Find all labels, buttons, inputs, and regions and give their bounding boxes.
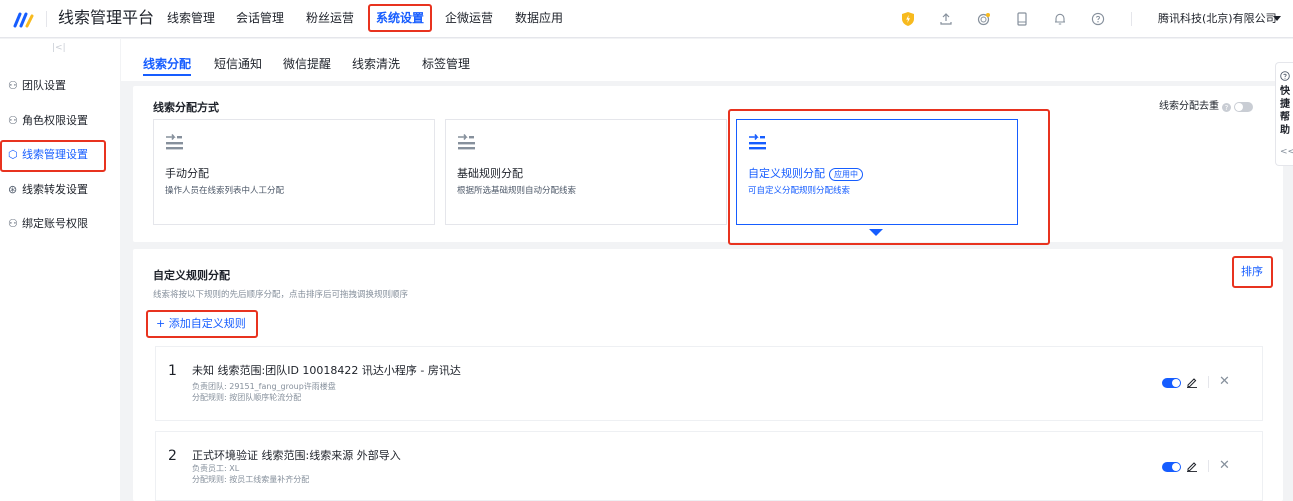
nav-fans[interactable]: 粉丝运营 <box>306 11 355 25</box>
nav-data-apps[interactable]: 数据应用 <box>515 11 564 25</box>
tab-sms[interactable]: 短信通知 <box>214 57 263 71</box>
nav-leads[interactable]: 线索管理 <box>167 11 216 25</box>
method-name: 手动分配 <box>165 167 209 180</box>
rule-item: 2 正式环境验证 线索范围:线索来源 外部导入 负责员工: XL 分配规则: 按… <box>155 431 1263 501</box>
sidebar-item-team[interactable]: ⚇ 团队设置 <box>0 72 120 100</box>
nav-wecom[interactable]: 企微运营 <box>445 11 494 25</box>
caret-down-icon <box>869 229 883 236</box>
nav-sessions[interactable]: 会话管理 <box>236 11 285 25</box>
method-desc: 操作人员在线索列表中人工分配 <box>165 186 285 196</box>
chevron-down-icon[interactable] <box>1273 16 1281 22</box>
company-name[interactable]: 腾讯科技(北京)有限公司 <box>1158 12 1277 25</box>
rule-title: 未知 线索范围:团队ID 10018422 讯达小程序 - 房讯达 <box>192 364 461 377</box>
tabs-bar <box>121 39 1293 81</box>
rule-method: 分配规则: 按员工线索量补齐分配 <box>192 475 310 484</box>
add-rule-button[interactable]: + 添加自定义规则 <box>156 317 246 330</box>
dedupe-toggle[interactable] <box>1234 102 1253 112</box>
sidebar-item-label: 角色权限设置 <box>22 114 88 127</box>
logo-icon[interactable] <box>13 9 35 29</box>
rule-index: 2 <box>168 448 177 464</box>
transfer-icon <box>166 134 183 150</box>
sidebar-item-label: 绑定账号权限 <box>22 217 88 230</box>
rule-owner: 负责员工: XL <box>192 464 240 473</box>
method-desc: 可自定义分配规则分配线索 <box>748 186 851 196</box>
rule-owner: 负责团队: 29151_fang_group许雨楼盘 <box>192 382 336 391</box>
app-title: 线索管理平台 <box>58 8 155 27</box>
in-use-badge: 应用中 <box>829 168 863 181</box>
sidebar-item-label: 团队设置 <box>22 79 66 92</box>
sidebar-collapse-button[interactable]: |<| <box>52 43 66 53</box>
coin-icon[interactable] <box>976 11 992 27</box>
custom-rules-title: 自定义规则分配 <box>153 269 230 282</box>
distribution-title: 线索分配方式 <box>153 101 219 114</box>
sidebar-item-forwarding[interactable]: ⊛ 线索转发设置 <box>0 176 120 204</box>
bell-icon[interactable] <box>1052 11 1068 27</box>
highlight-box <box>0 140 106 172</box>
method-name: 自定义规则分配应用中 <box>748 167 863 181</box>
sidebar-item-lead-settings[interactable]: ⬡ 线索管理设置 <box>0 141 120 169</box>
sidebar-item-label: 线索管理设置 <box>22 148 88 161</box>
rule-method: 分配规则: 按团队顺序轮流分配 <box>192 393 302 402</box>
method-name-text: 自定义规则分配 <box>748 167 825 180</box>
tab-tags[interactable]: 标签管理 <box>422 57 471 71</box>
highlight-box <box>1232 256 1273 288</box>
help-circle-icon <box>1280 71 1290 81</box>
rule-title: 正式环境验证 线索范围:线索来源 外部导入 <box>192 449 401 462</box>
tab-lead-distribution[interactable]: 线索分配 <box>143 57 192 71</box>
shield-icon[interactable] <box>900 11 916 27</box>
edit-icon[interactable] <box>1186 376 1198 388</box>
sidebar: |<| ⚇ 团队设置 ⚇ 角色权限设置 ⬡ 线索管理设置 ⊛ 线索转发设置 ⚇ 绑定账号权… <box>0 39 120 501</box>
svg-text:?: ? <box>1225 104 1229 112</box>
forward-icon: ⊛ <box>8 183 18 196</box>
sidebar-item-label: 线索转发设置 <box>22 183 88 196</box>
sidebar-item-roles[interactable]: ⚇ 角色权限设置 <box>0 107 120 135</box>
custom-rules-subtitle: 线索将按以下规则的先后顺序分配，点击排序后可拖拽调换规则顺序 <box>153 290 409 300</box>
rule-enable-toggle[interactable] <box>1162 462 1181 472</box>
question-icon[interactable]: ? <box>1222 103 1231 112</box>
edit-icon[interactable] <box>1186 460 1198 472</box>
divider <box>46 11 47 27</box>
rule-enable-toggle[interactable] <box>1162 378 1181 388</box>
cube-icon: ⬡ <box>8 148 18 161</box>
nav-system-settings[interactable]: 系统设置 <box>376 11 425 25</box>
upload-icon[interactable] <box>938 11 954 27</box>
transfer-icon <box>458 134 475 150</box>
dedupe-label: 线索分配去重 <box>1159 101 1219 112</box>
method-name: 基础规则分配 <box>457 167 523 180</box>
close-icon[interactable]: ✕ <box>1219 458 1230 473</box>
close-icon[interactable]: ✕ <box>1219 374 1230 389</box>
highlight-box <box>368 4 432 32</box>
user-icon: ⚇ <box>8 79 18 92</box>
sort-button[interactable]: 排序 <box>1241 265 1263 278</box>
collapse-help-button[interactable]: << <box>1280 147 1293 157</box>
help-circle-icon[interactable] <box>1090 11 1106 27</box>
divider <box>1208 460 1209 472</box>
divider <box>1131 12 1132 26</box>
tab-wechat[interactable]: 微信提醒 <box>283 57 332 71</box>
divider <box>1208 376 1209 388</box>
transfer-icon <box>749 134 766 150</box>
method-card-custom-rules[interactable]: 自定义规则分配应用中 可自定义分配规则分配线索 <box>736 119 1018 225</box>
tab-cleaning[interactable]: 线索清洗 <box>352 57 401 71</box>
method-card-manual[interactable]: 手动分配 操作人员在线索列表中人工分配 <box>153 119 435 225</box>
sidebar-item-bind-accounts[interactable]: ⚇ 绑定账号权限 <box>0 210 120 238</box>
highlight-box <box>146 310 258 338</box>
bind-user-icon: ⚇ <box>8 217 18 230</box>
rule-index: 1 <box>168 363 177 379</box>
method-card-basic-rules[interactable]: 基础规则分配 根据所选基础规则自动分配线索 <box>445 119 727 225</box>
quick-help-dock[interactable]: 快捷帮助 << <box>1275 62 1293 166</box>
role-icon: ⚇ <box>8 114 18 127</box>
rule-item: 1 未知 线索范围:团队ID 10018422 讯达小程序 - 房讯达 负责团队… <box>155 346 1263 421</box>
method-desc: 根据所选基础规则自动分配线索 <box>457 186 577 196</box>
quick-help-label: 快捷帮助 <box>1280 86 1290 136</box>
active-tab-indicator <box>143 74 191 76</box>
highlight-box <box>728 109 1050 245</box>
tablet-icon[interactable] <box>1014 11 1030 27</box>
top-bar: 线索管理平台 线索管理 会话管理 粉丝运营 系统设置 企微运营 数据应用 腾讯科… <box>0 0 1293 38</box>
